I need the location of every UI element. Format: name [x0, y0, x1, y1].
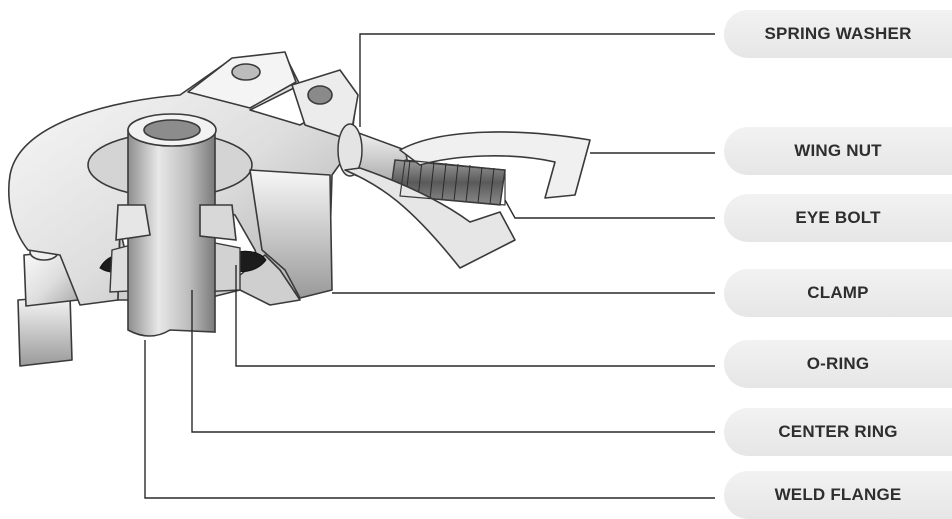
leader-spring-washer: [360, 34, 715, 127]
label-weld-flange-text: WELD FLANGE: [775, 485, 902, 505]
leader-eye-bolt: [505, 200, 715, 218]
label-o-ring-text: O-RING: [807, 354, 870, 374]
flange-lip-right: [200, 205, 236, 240]
label-eye-bolt-text: EYE BOLT: [795, 208, 880, 228]
label-clamp-text: CLAMP: [807, 283, 868, 303]
leader-center-ring: [192, 290, 715, 432]
label-wing-nut-text: WING NUT: [794, 141, 882, 161]
leader-weld-flange: [145, 340, 715, 498]
label-eye-bolt: EYE BOLT: [724, 194, 952, 242]
label-weld-flange: WELD FLANGE: [724, 471, 952, 519]
ear-hole-left: [232, 64, 260, 80]
flange-lip-left: [116, 205, 150, 240]
label-spring-washer: SPRING WASHER: [724, 10, 952, 58]
label-center-ring: CENTER RING: [724, 408, 952, 456]
label-spring-washer-text: SPRING WASHER: [764, 24, 911, 44]
ear-hole-right: [308, 86, 332, 104]
flange-tube-bore: [144, 120, 200, 140]
label-center-ring-text: CENTER RING: [778, 422, 897, 442]
label-clamp: CLAMP: [724, 269, 952, 317]
label-wing-nut: WING NUT: [724, 127, 952, 175]
label-o-ring: O-RING: [724, 340, 952, 388]
